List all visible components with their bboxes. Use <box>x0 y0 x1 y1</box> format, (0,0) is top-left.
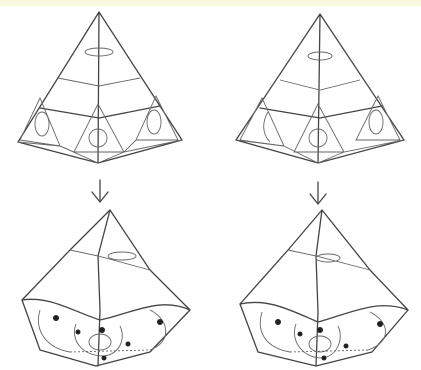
folded-ring <box>316 254 340 262</box>
pyramid-front-edge <box>98 12 99 163</box>
bead-mark <box>317 327 323 333</box>
panel-bottom-right-folded <box>240 210 408 366</box>
down-arrow-icon <box>92 180 108 202</box>
folded-ring <box>108 252 136 260</box>
top-edge-tint <box>0 0 421 6</box>
right-ring <box>147 110 161 134</box>
center-loop <box>89 334 111 350</box>
bead-mark <box>275 319 281 325</box>
folded-outline <box>240 210 408 366</box>
bead-mark <box>157 319 163 325</box>
bead-mark <box>344 344 349 349</box>
left-lobe <box>260 312 290 352</box>
folded-center-edge <box>98 210 110 366</box>
right-ring <box>369 110 383 134</box>
folded-upper-band <box>288 250 370 270</box>
pyramid-front-edge <box>318 14 320 163</box>
bead-mark <box>322 356 327 361</box>
upper-band <box>280 80 360 90</box>
left-subpyramid <box>240 98 284 146</box>
panel-top-left-pyramid <box>18 12 182 163</box>
panel-bottom-left-folded <box>22 210 190 366</box>
fold-line <box>70 350 150 352</box>
left-crease <box>264 112 270 142</box>
left-subpyramid <box>20 98 60 146</box>
right-lobe <box>368 312 386 350</box>
base-line <box>236 140 404 163</box>
folded-outline <box>22 210 190 366</box>
bead-mark <box>377 321 383 327</box>
mid-band <box>260 106 382 118</box>
bead-mark <box>298 332 303 337</box>
bead-mark <box>102 356 107 361</box>
center-subpyramid <box>74 104 124 152</box>
bead-mark <box>76 330 81 335</box>
folded-center-edge <box>316 210 322 366</box>
bead-mark <box>99 327 105 333</box>
bead-mark <box>53 315 59 321</box>
bead-mark <box>126 342 131 347</box>
panel-top-right-pyramid <box>236 14 404 163</box>
folded-mid-curve <box>240 302 408 322</box>
base-joint-1 <box>60 146 74 152</box>
down-arrow-icon <box>310 182 326 204</box>
left-ring <box>35 112 49 136</box>
center-loop <box>309 336 331 352</box>
folded-mid-curve <box>22 299 190 320</box>
